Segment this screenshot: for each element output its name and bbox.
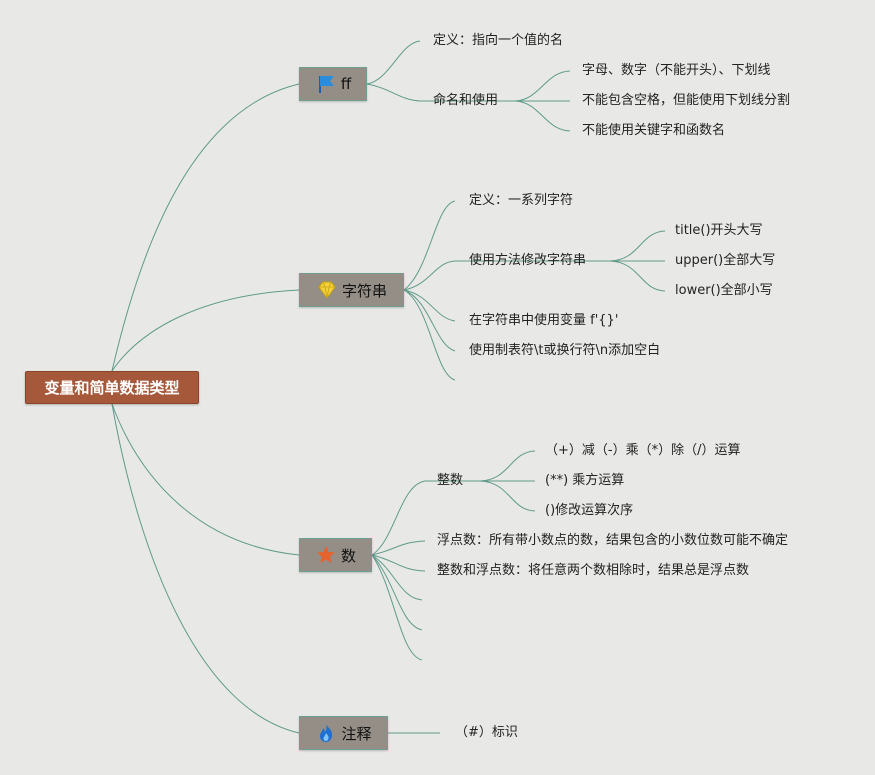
branch-ff[interactable]: ff: [299, 67, 367, 101]
link-int-1: [479, 450, 536, 482]
leaf-int-power[interactable]: (**) 乘方运算: [545, 473, 625, 488]
link-root-number: [111, 403, 300, 556]
link-naming-1: [514, 70, 571, 102]
diamond-icon: [318, 281, 336, 299]
leaf-int-order[interactable]: ()修改运算次序: [545, 503, 634, 518]
branch-number-label: 数: [340, 546, 356, 565]
leaf-naming-3[interactable]: 不能使用关键字和函数名: [582, 123, 726, 138]
link-str-method: [403, 260, 456, 291]
link-method-1: [609, 230, 666, 262]
link-ff-def: [366, 40, 421, 85]
star-icon: [316, 546, 335, 563]
leaf-num-float[interactable]: 浮点数：所有带小数点的数，结果包含的小数位数可能不确定: [437, 533, 789, 548]
link-root-comment: [111, 403, 300, 734]
root-topic[interactable]: 变量和简单数据类型: [25, 371, 199, 404]
link-int-3: [479, 480, 536, 512]
leaf-int-ops[interactable]: （+）减（-）乘（*）除（/）运算: [545, 443, 741, 458]
branch-string[interactable]: 字符串: [299, 273, 404, 307]
link-str-var: [403, 289, 456, 322]
leaf-method-upper[interactable]: upper()全部大写: [675, 253, 776, 268]
leaf-num-int[interactable]: 整数: [437, 473, 464, 488]
link-str-empty: [403, 289, 456, 381]
flag-icon: [318, 76, 334, 93]
leaf-str-var[interactable]: 在字符串中使用变量 f'{}': [469, 313, 619, 328]
leaf-naming-1[interactable]: 字母、数字（不能开头）、下划线: [582, 63, 771, 78]
leaf-ff-def[interactable]: 定义：指向一个值的名: [433, 33, 564, 48]
link-str-def: [403, 200, 456, 291]
leaf-naming-2[interactable]: 不能包含空格，但能使用下划线分割: [582, 93, 791, 108]
link-num-div: [371, 554, 426, 572]
branch-ff-label: ff: [340, 75, 352, 93]
leaf-method-lower[interactable]: lower()全部小写: [675, 283, 773, 298]
leaf-comment-hash[interactable]: （#）标识: [455, 725, 518, 740]
link-num-empty-3: [371, 554, 423, 661]
branch-comment[interactable]: 注释: [299, 716, 388, 750]
link-num-int: [371, 480, 426, 556]
leaf-str-method[interactable]: 使用方法修改字符串: [469, 253, 587, 268]
link-num-empty-1: [371, 554, 423, 601]
link-naming-3: [514, 100, 571, 132]
leaf-num-div[interactable]: 整数和浮点数：将任意两个数相除时，结果总是浮点数: [437, 563, 750, 578]
link-method-3: [609, 260, 666, 292]
fire-icon: [320, 724, 333, 742]
link-num-empty-2: [371, 554, 423, 631]
leaf-ff-naming[interactable]: 命名和使用: [433, 93, 499, 108]
link-root-string: [111, 289, 300, 372]
branch-comment-label: 注释: [341, 724, 372, 743]
leaf-str-def[interactable]: 定义：一系列字符: [469, 193, 574, 208]
leaf-method-title[interactable]: title()开头大写: [675, 223, 763, 238]
link-ff-naming: [366, 83, 421, 102]
link-root-ff: [111, 83, 300, 372]
branch-number[interactable]: 数: [299, 538, 372, 572]
link-str-tab: [403, 289, 456, 352]
root-label: 变量和简单数据类型: [44, 379, 180, 397]
link-num-float: [371, 540, 426, 556]
leaf-str-tab[interactable]: 使用制表符\t或换行符\n添加空白: [469, 343, 661, 358]
branch-string-label: 字符串: [341, 281, 387, 300]
